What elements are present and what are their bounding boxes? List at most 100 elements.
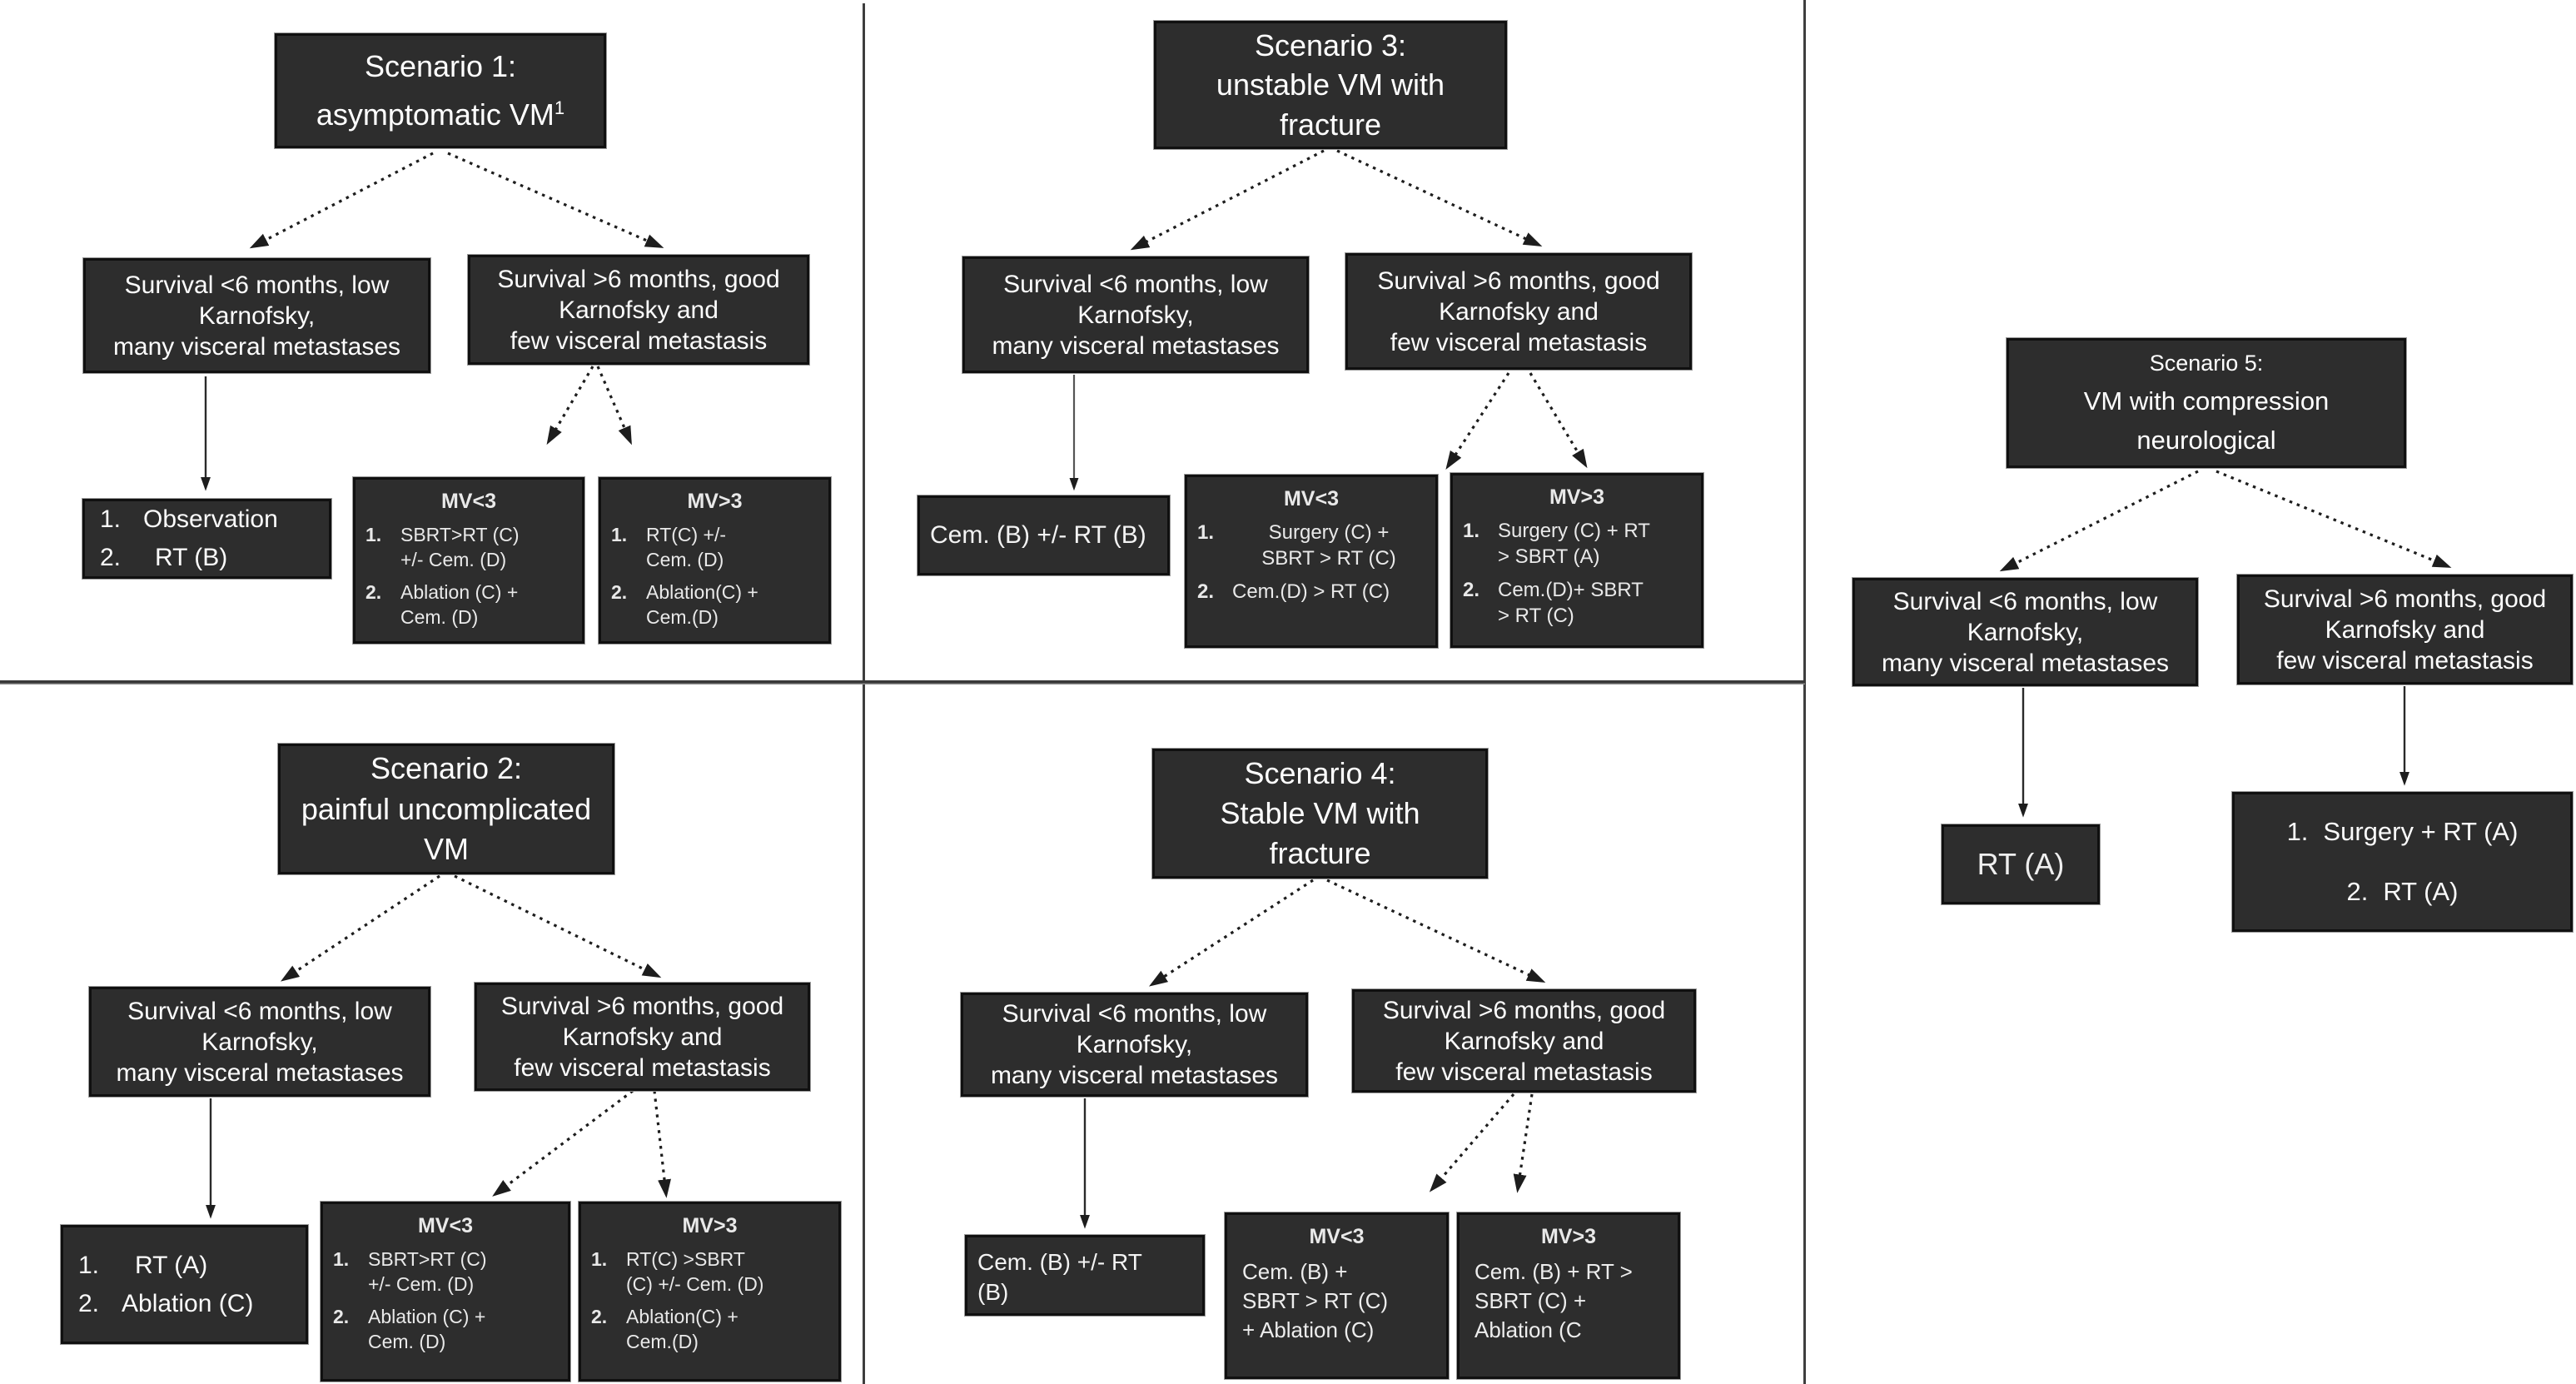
scenario-5-survival-low-box: Survival <6 months, low Karnofsky, many …	[1852, 578, 2198, 686]
item-number: 2.	[1197, 580, 1215, 603]
item-number: 2.	[611, 581, 628, 603]
survival-high-line-1: Survival >6 months, good	[497, 265, 780, 293]
item-number: 1.	[333, 1248, 350, 1270]
mv-item: 2. Ablation(C) +Cem.(D)	[611, 580, 818, 630]
survival-high-line-3: few visceral metastasis	[1395, 1058, 1653, 1086]
mv-item: 2. Ablation(C) +Cem.(D)	[591, 1304, 828, 1354]
scenario-5-result-high-box: 1. Surgery + RT (A) 2. RT (A)	[2232, 792, 2573, 932]
scenario-1-survival-high-box: Survival >6 months, good Karnofsky and f…	[468, 255, 809, 365]
mv-item: 2. Ablation (C) +Cem. (D)	[366, 580, 572, 630]
mv-item: 1. RT(C) >SBRT(C) +/- Cem. (D)	[591, 1247, 828, 1297]
item-text: SBRT>RT (C)+/- Cem. (D)	[400, 524, 520, 570]
result-item: 2. RT (B)	[93, 539, 321, 577]
result-item: 1. RT (A)	[72, 1247, 297, 1285]
mv-item: 1. Surgery (C) + RT> SBRT (A)	[1463, 518, 1691, 570]
survival-low-line-2: Karnofsky,	[1967, 618, 2084, 646]
scenario-4-title-line-1: Scenario 4:	[1244, 756, 1396, 790]
survival-low-line-2: Karnofsky,	[198, 301, 316, 330]
mv-item: 1. RT(C) +/-Cem. (D)	[611, 522, 818, 572]
mv-header: MV<3	[417, 1214, 473, 1237]
survival-low-line-3: many visceral metastases	[992, 331, 1280, 360]
scenario-5-survival-high-box: Survival >6 months, good Karnofsky and f…	[2237, 575, 2573, 685]
scenario-2-title: Scenario 2: painful uncomplicated VM	[278, 744, 614, 874]
scenario-2-survival-low-box: Survival <6 months, low Karnofsky, many …	[89, 987, 430, 1097]
mv-item: 1. SBRT>RT (C)+/- Cem. (D)	[366, 522, 572, 572]
survival-high-line-1: Survival >6 months, good	[1382, 996, 1666, 1024]
survival-low-line-1: Survival <6 months, low	[124, 271, 390, 299]
item-text: Surgery (C) + RT> SBRT (A)	[1498, 520, 1650, 568]
mv-item: 2. Ablation (C) +Cem. (D)	[333, 1304, 558, 1354]
mv-header: MV>3	[682, 1214, 738, 1237]
survival-low-line-3: many visceral metastases	[116, 1058, 404, 1087]
scenario-3-mv-less-box: MV<3 1. Surgery (C) +SBRT > RT (C) 2. Ce…	[1185, 475, 1438, 648]
item-number: 1.	[1463, 520, 1480, 542]
item-text: Observation	[143, 505, 278, 533]
result-item: 2. Ablation (C)	[72, 1285, 297, 1323]
mv-item: 1. Surgery (C) +SBRT > RT (C)	[1197, 520, 1425, 571]
scenario-1-survival-low-box: Survival <6 months, low Karnofsky, many …	[83, 258, 430, 373]
item-text: Cem.(D)+ SBRT> RT (C)	[1498, 579, 1644, 627]
result-item: 1. Surgery + RT (A)	[2235, 809, 2570, 854]
survival-high-line-2: Karnofsky and	[1444, 1027, 1604, 1055]
scenario-1-title-line-2: asymptomatic VM1	[316, 97, 565, 132]
mv-header: MV>3	[1549, 485, 1604, 509]
survival-high-line-1: Survival >6 months, good	[2263, 585, 2547, 613]
scenario-2-result-low-box: 1. RT (A) 2. Ablation (C)	[61, 1225, 308, 1344]
mv-header: MV<3	[440, 490, 496, 513]
item-number: 1.	[78, 1251, 100, 1279]
scenario-4-title-line-2: Stable VM with	[1220, 796, 1420, 830]
item-text: RT (B)	[155, 544, 228, 571]
item-text: Surgery (C) +SBRT > RT (C)	[1261, 521, 1396, 570]
scenario-3-title-line-3: fracture	[1279, 107, 1382, 142]
item-text: RT (A)	[135, 1251, 208, 1279]
scenario-3-title-line-1: Scenario 3:	[1254, 27, 1407, 62]
item-text: Ablation (C)	[122, 1289, 254, 1317]
mv-item: 2. Cem.(D) > RT (C)	[1197, 579, 1425, 605]
item-text: Ablation(C) +Cem.(D)	[646, 581, 758, 628]
survival-low-line-2: Karnofsky,	[201, 1028, 318, 1056]
scenario-2-title-line-3: VM	[424, 831, 469, 866]
survival-low-line-1: Survival <6 months, low	[1003, 270, 1268, 298]
scenario-3-survival-low-box: Survival <6 months, low Karnofsky, many …	[962, 256, 1309, 373]
item-number: 2.	[100, 544, 122, 571]
result-text-line-1: Cem. (B) +/- RT	[977, 1249, 1142, 1275]
mv-header: MV>3	[687, 490, 743, 513]
scenario-3-survival-high-box: Survival >6 months, good Karnofsky and f…	[1345, 253, 1692, 370]
item-number: 2.	[1463, 579, 1480, 601]
scenario-4-title-line-3: fracture	[1269, 836, 1371, 870]
survival-low-line-2: Karnofsky,	[1077, 301, 1194, 329]
scenario-2-mv-more-box: MV>3 1. RT(C) >SBRT(C) +/- Cem. (D) 2. A…	[579, 1202, 841, 1382]
survival-low-line-1: Survival <6 months, low	[1892, 587, 2158, 615]
scenario-5-title-line-2: VM with compression	[2083, 386, 2330, 416]
survival-high-line-1: Survival >6 months, good	[500, 992, 784, 1020]
survival-low-line-3: many visceral metastases	[990, 1062, 1279, 1089]
item-text: RT(C) +/-Cem. (D)	[646, 524, 727, 570]
survival-high-line-3: few visceral metastasis	[510, 326, 768, 355]
survival-high-line-3: few visceral metastasis	[1390, 328, 1648, 356]
result-item: 2. RT (A)	[2235, 869, 2570, 914]
survival-low-line-3: many visceral metastases	[112, 332, 401, 361]
result-text: Cem. (B) +/- RT (B)	[930, 521, 1146, 549]
scenario-4-mv-less-box: MV<3 Cem. (B) + SBRT > RT (C) + Ablation…	[1225, 1212, 1449, 1379]
item-number: 1.	[2286, 817, 2309, 846]
scenario-3-title: Scenario 3: unstable VM with fracture	[1154, 21, 1507, 149]
scenario-5-title-line-1: Scenario 5:	[2149, 350, 2264, 376]
survival-high-line-2: Karnofsky and	[559, 296, 719, 324]
item-number: 2.	[591, 1306, 608, 1327]
survival-high-line-1: Survival >6 months, good	[1377, 266, 1660, 295]
result-item: 1. Observation	[93, 500, 321, 539]
divider-vertical-1	[863, 3, 865, 1384]
item-text: Surgery + RT (A)	[2323, 817, 2519, 846]
scenario-2-title-line-2: painful uncomplicated	[301, 791, 592, 826]
scenario-3-title-line-2: unstable VM with	[1216, 67, 1445, 102]
mv-body: Cem. (B) + SBRT > RT (C) + Ablation (C)	[1242, 1259, 1389, 1342]
scenario-4-mv-more-box: MV>3 Cem. (B) + RT > SBRT (C) + Ablation…	[1457, 1212, 1680, 1379]
scenario-1-title: Scenario 1: asymptomatic VM1	[275, 33, 606, 148]
survival-low-line-1: Survival <6 months, low	[1002, 1000, 1267, 1028]
item-number: 2.	[333, 1306, 350, 1327]
survival-low-line-2: Karnofsky,	[1076, 1031, 1193, 1058]
scenario-4-survival-low-box: Survival <6 months, low Karnofsky, many …	[961, 993, 1308, 1097]
scenario-1-mv-more-box: MV>3 1. RT(C) +/-Cem. (D) 2. Ablation(C)…	[599, 477, 831, 644]
